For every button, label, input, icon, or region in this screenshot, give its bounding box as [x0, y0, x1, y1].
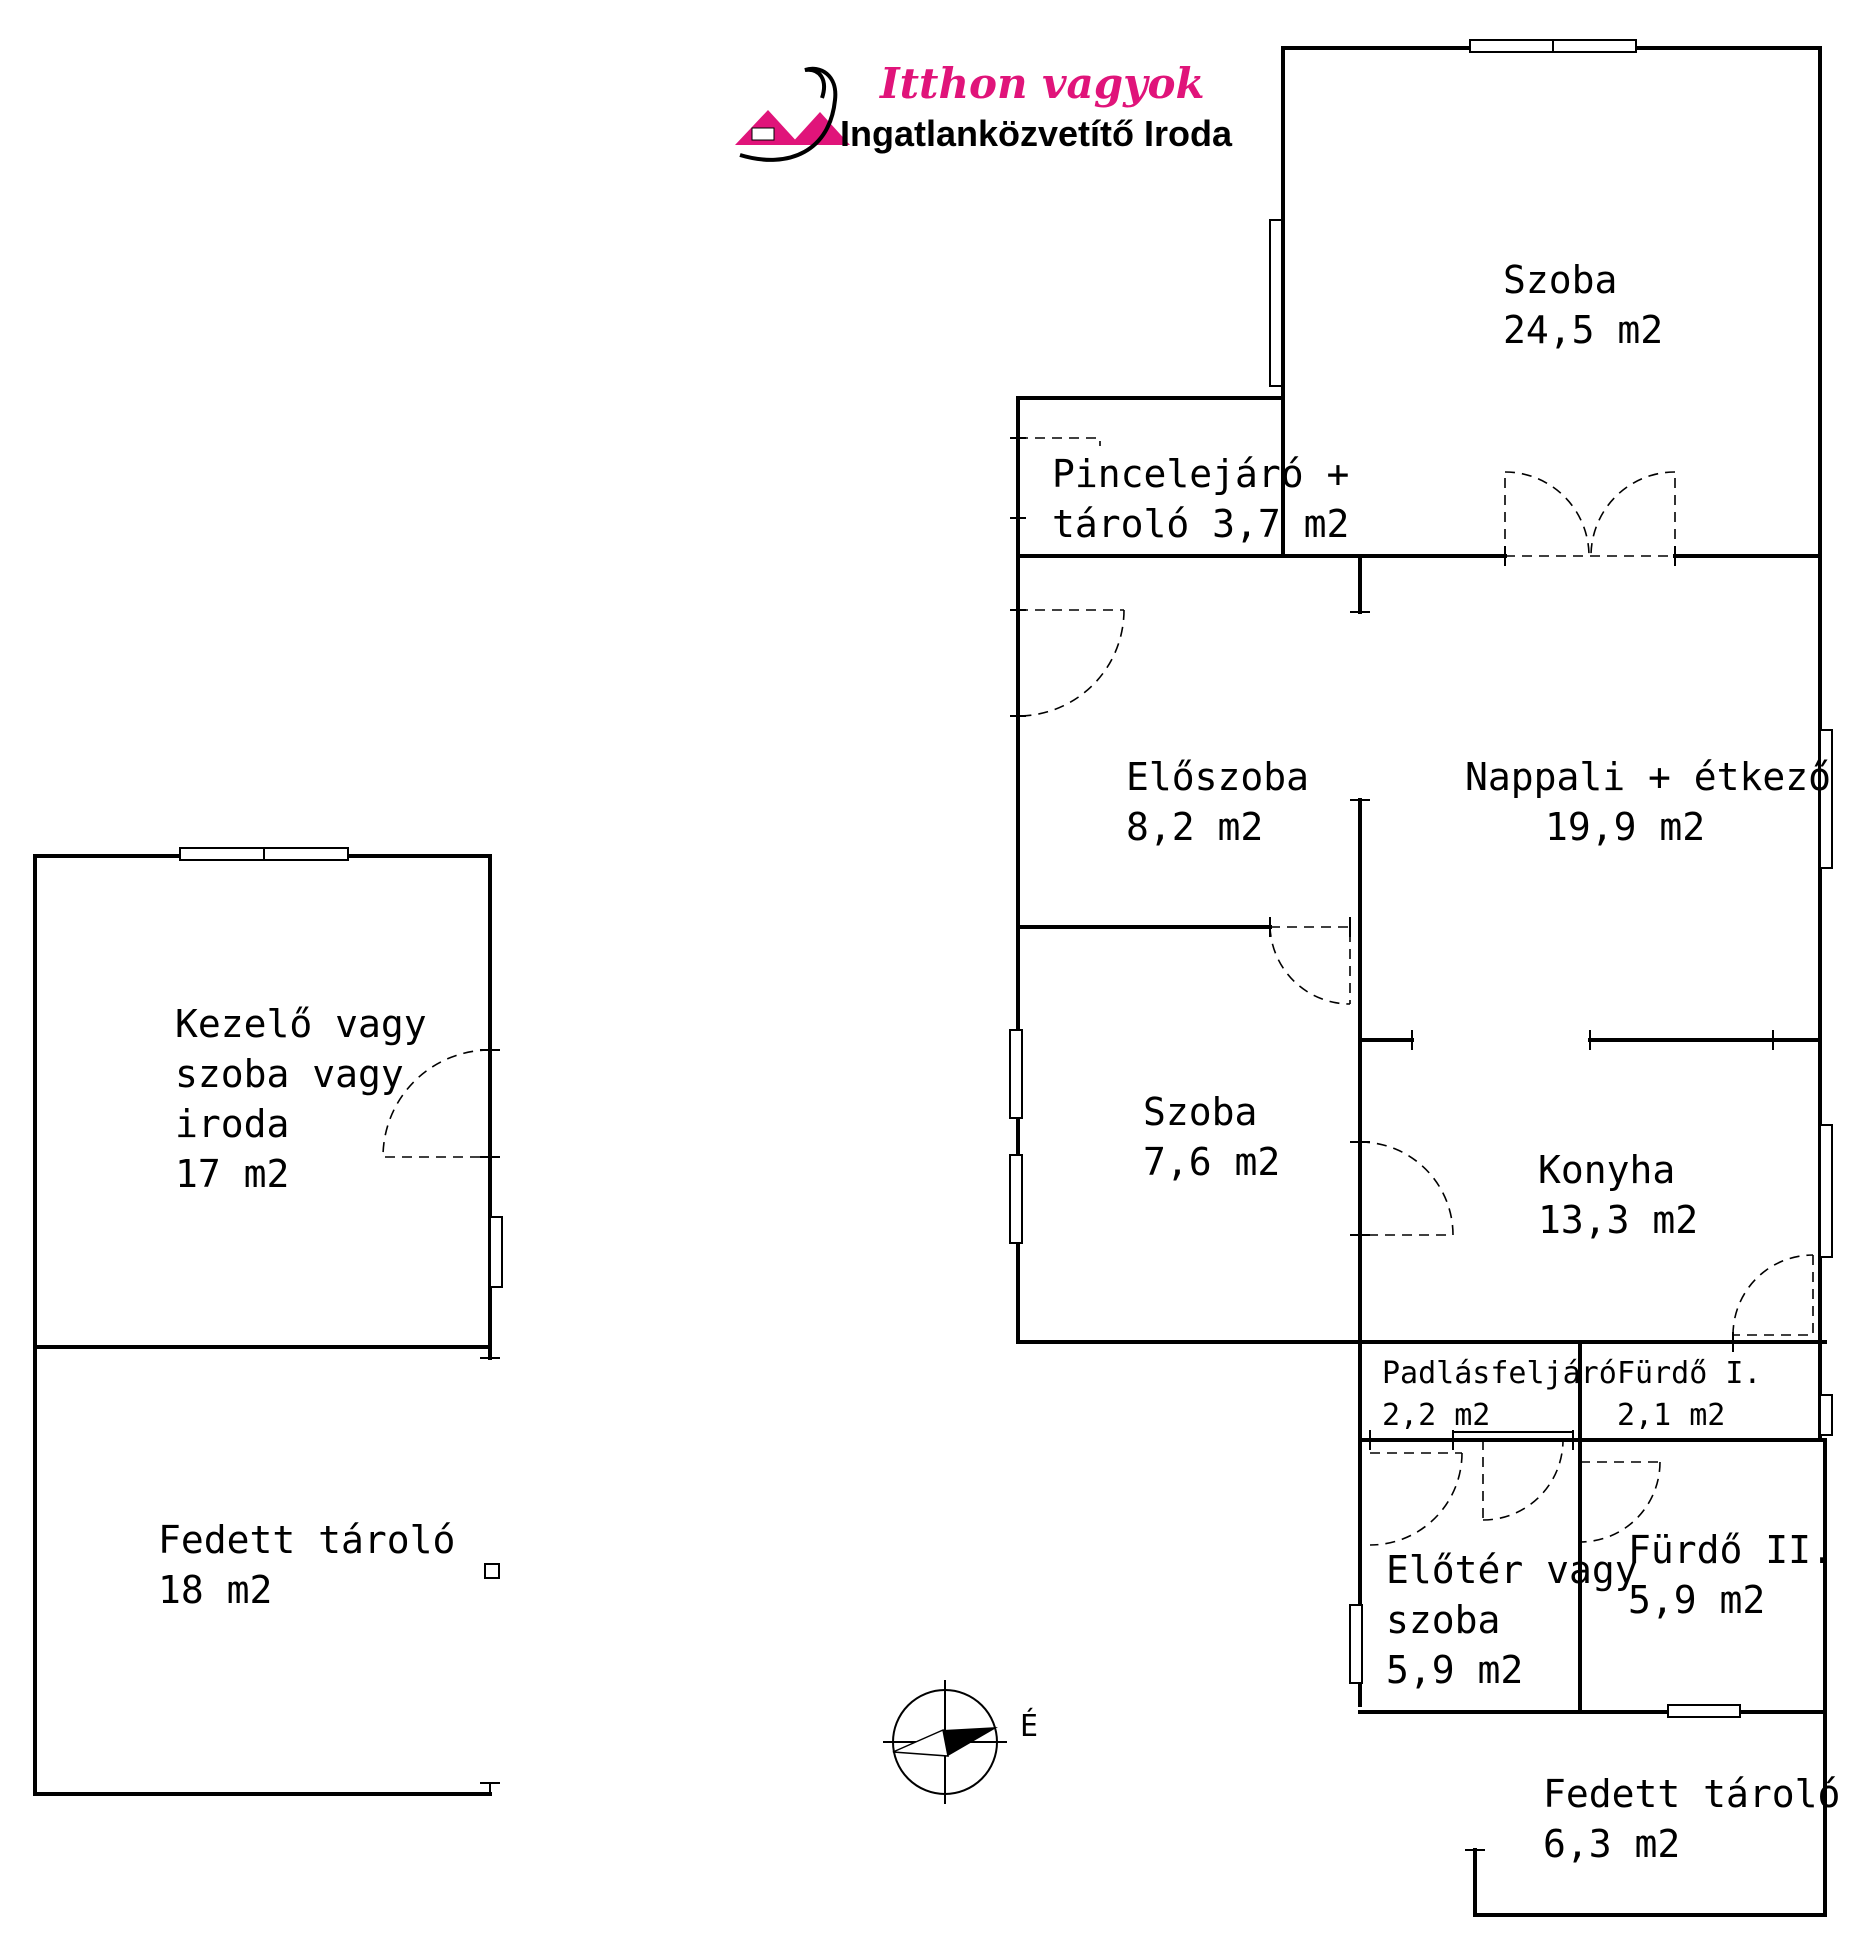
room-szoba-large: Szoba 24,5 m2 [1503, 258, 1663, 352]
room-name: Pincelejáró + [1052, 452, 1349, 496]
room-area: 24,5 m2 [1503, 308, 1663, 352]
window [1349, 1604, 1363, 1684]
north-compass: É [883, 1680, 1038, 1804]
main-building-walls [1016, 46, 1827, 1917]
room-area: 13,3 m2 [1538, 1198, 1698, 1242]
room-name: Konyha [1538, 1148, 1675, 1192]
compass-needle-icon [943, 1727, 998, 1756]
room-name: Fedett tároló [1543, 1772, 1840, 1816]
room-name: Előtér vagy [1386, 1548, 1638, 1592]
room-area: 8,2 m2 [1126, 805, 1263, 849]
room-name: Fedett tároló [158, 1518, 455, 1562]
room-labels: Szoba 24,5 m2 Pincelejáró + tároló 3,7 m… [158, 258, 1840, 1866]
room-area: 19,9 m2 [1545, 805, 1705, 849]
window [1009, 1154, 1023, 1244]
window [489, 1216, 503, 1288]
room-kezelo: Kezelő vagy szoba vagy iroda 17 m2 [175, 1002, 427, 1196]
logo-title: Itthon vagyok [879, 59, 1205, 108]
main-building-windows [1009, 39, 1833, 1718]
room-fedett-tarolo-large: Fedett tároló 18 m2 [158, 1518, 455, 1612]
room-area: 5,9 m2 [1386, 1648, 1523, 1692]
main-building-doors [1010, 437, 1814, 1546]
room-area: 7,6 m2 [1143, 1140, 1280, 1184]
logo-subtitle: Ingatlanközvetítő Iroda [840, 113, 1233, 154]
company-logo: Itthon vagyok Ingatlanközvetítő Iroda [735, 59, 1233, 162]
room-name: Nappali + étkező [1465, 755, 1831, 799]
room-pincelejaro: Pincelejáró + tároló 3,7 m2 [1052, 452, 1349, 546]
room-eloszoba: Előszoba 8,2 m2 [1126, 755, 1309, 849]
room-furdo-2: Fürdő II. 5,9 m2 [1628, 1528, 1834, 1622]
room-szoba-small: Szoba 7,6 m2 [1143, 1090, 1280, 1184]
room-konyha: Konyha 13,3 m2 [1538, 1148, 1698, 1242]
room-fedett-tarolo-small: Fedett tároló 6,3 m2 [1543, 1772, 1840, 1866]
window [1819, 729, 1833, 869]
room-name: Padlásfeljáró [1382, 1356, 1617, 1391]
room-padlasfeljaro: Padlásfeljáró 2,2 m2 [1382, 1356, 1617, 1433]
room-area: 18 m2 [158, 1568, 272, 1612]
room-name: Fürdő II. [1628, 1528, 1834, 1572]
window [1667, 1704, 1741, 1718]
room-area: 6,3 m2 [1543, 1822, 1680, 1866]
room-area: 2,2 m2 [1382, 1398, 1490, 1433]
window [1819, 1394, 1833, 1436]
room-area: 2,1 m2 [1617, 1398, 1725, 1433]
room-name: Kezelő vagy [175, 1002, 427, 1046]
compass-label: É [1020, 1708, 1038, 1744]
room-name-2: szoba vagy [175, 1052, 404, 1096]
room-name: Szoba [1503, 258, 1617, 302]
room-name: Fürdő I. [1617, 1356, 1762, 1391]
room-name-3: iroda [175, 1102, 289, 1146]
window [1819, 1124, 1833, 1258]
room-name-2: szoba [1386, 1598, 1500, 1642]
window [1009, 1029, 1023, 1119]
room-eloter: Előtér vagy szoba 5,9 m2 [1386, 1548, 1638, 1692]
room-area: tároló 3,7 m2 [1052, 502, 1349, 546]
room-name: Előszoba [1126, 755, 1309, 799]
house-logo-icon [735, 66, 850, 162]
window [1269, 219, 1283, 387]
pillar [484, 1563, 500, 1579]
outbuilding-walls [33, 847, 503, 1796]
room-area: 17 m2 [175, 1152, 289, 1196]
room-furdo-1: Fürdő I. 2,1 m2 [1617, 1356, 1762, 1433]
room-name: Szoba [1143, 1090, 1257, 1134]
room-area: 5,9 m2 [1628, 1578, 1765, 1622]
room-nappali: Nappali + étkező 19,9 m2 [1465, 755, 1831, 849]
